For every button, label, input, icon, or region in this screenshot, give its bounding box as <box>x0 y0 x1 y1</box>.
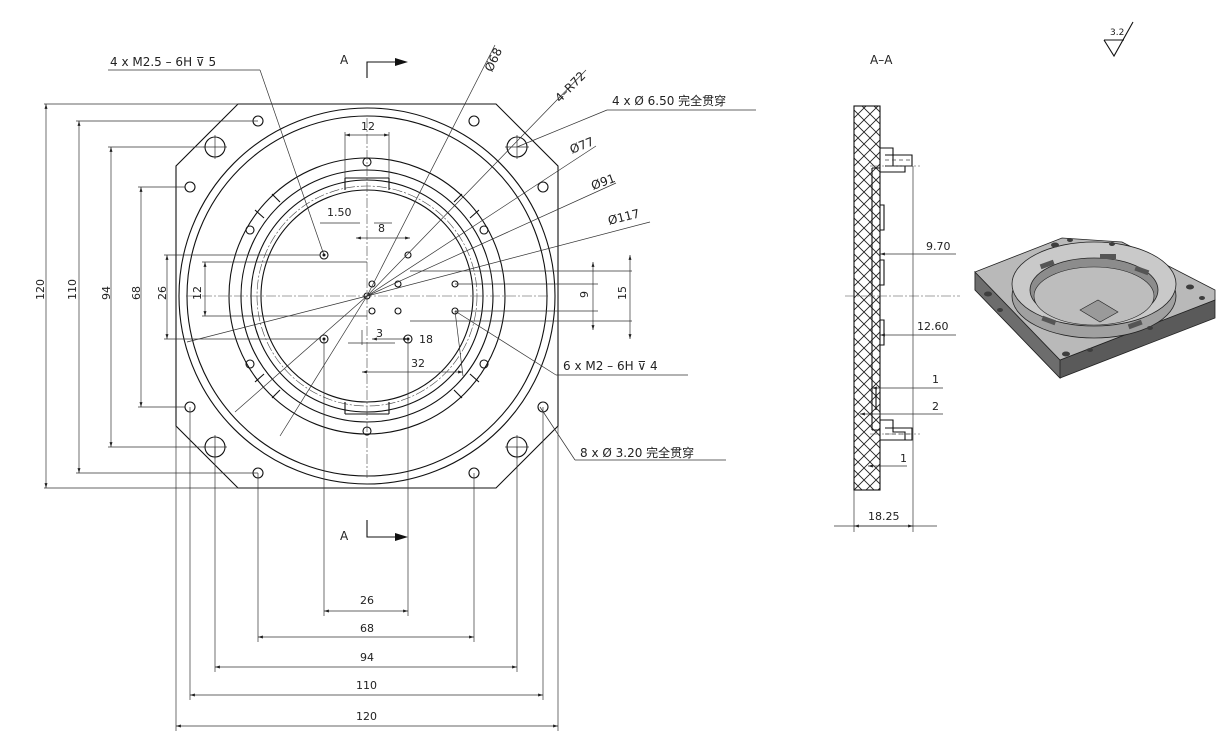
dim-top-12: 12 <box>361 120 375 133</box>
dim-bot-94: 94 <box>360 651 374 664</box>
dim-2: 2 <box>932 400 939 413</box>
label-section-a-bottom: A <box>340 529 349 543</box>
outer-circle-117 <box>178 107 556 485</box>
section-hidden-lines <box>885 159 912 435</box>
label-threaded-m25: 4 x M2.5 – 6H ⊽ 5 <box>110 55 216 69</box>
dim-32: 32 <box>411 357 425 370</box>
section-view-title: A–A <box>870 53 893 67</box>
dim-left-12: 12 <box>191 286 204 300</box>
threaded-holes-m2 <box>245 157 489 436</box>
dim-left-94: 94 <box>100 286 113 300</box>
dim-bot-120: 120 <box>356 710 377 723</box>
roughness-value: 3.2 <box>1110 28 1124 38</box>
dim-1-b: 1 <box>900 452 907 465</box>
label-through-650: 4 x Ø 6.50 完全贯穿 <box>612 93 726 108</box>
dim-left-26: 26 <box>156 286 169 300</box>
dim-18: 18 <box>419 333 433 346</box>
label-threaded-m2: 6 x M2 – 6H ⊽ 4 <box>563 359 658 373</box>
dim-right-9: 9 <box>578 291 591 298</box>
ring-slot-left-top <box>254 193 281 219</box>
dim-1-a: 1 <box>932 373 939 386</box>
dim-1260: 12.60 <box>917 320 949 333</box>
section-plate-hatched <box>853 105 881 491</box>
dim-left-68: 68 <box>130 286 143 300</box>
label-phi117: Ø117 <box>606 206 641 227</box>
section-details <box>875 154 913 441</box>
ring-slot-right-top <box>453 193 480 219</box>
dim-bot-110: 110 <box>356 679 377 692</box>
leader-lines <box>186 44 651 461</box>
label-section-a-top: A <box>340 53 349 67</box>
label-through-320: 8 x Ø 3.20 完全贯穿 <box>580 445 694 460</box>
inner-holes <box>319 250 459 344</box>
inner-dimension-lines <box>320 132 632 377</box>
left-dimension-lines <box>44 103 367 489</box>
surface-roughness-symbol: 3.2 <box>1103 21 1134 58</box>
label-r72: 4–R72 <box>552 69 588 105</box>
dim-150: 1.50 <box>327 206 352 219</box>
dim-bot-26: 26 <box>360 594 374 607</box>
label-phi68: Ø68 <box>482 46 505 74</box>
dim-3: 3 <box>376 327 383 340</box>
dim-left-110: 110 <box>66 279 79 300</box>
isometric-view <box>974 237 1216 379</box>
dim-1825: 18.25 <box>868 510 900 523</box>
dim-970: 9.70 <box>926 240 951 253</box>
dim-left-120: 120 <box>34 279 47 300</box>
section-view: A–A 9.70 12.60 1 2 1 18.25 <box>834 53 960 532</box>
dim-right-15: 15 <box>616 286 629 300</box>
front-view: 4 x M2.5 – 6H ⊽ 5 A A Ø68 4–R72 4 x Ø 6.… <box>34 44 756 731</box>
dim-8: 8 <box>378 222 385 235</box>
bottom-dimension-lines <box>175 339 559 731</box>
label-phi77: Ø77 <box>568 134 596 156</box>
dim-bot-68: 68 <box>360 622 374 635</box>
section-marker-top <box>366 58 408 78</box>
plate-outline <box>175 103 559 489</box>
section-marker-bottom <box>366 520 408 541</box>
section-dimension-lines <box>834 166 956 532</box>
ring-slot-right-bottom <box>453 373 480 399</box>
ring-slot-left-bottom <box>254 373 281 399</box>
label-phi91: Ø91 <box>589 171 617 193</box>
